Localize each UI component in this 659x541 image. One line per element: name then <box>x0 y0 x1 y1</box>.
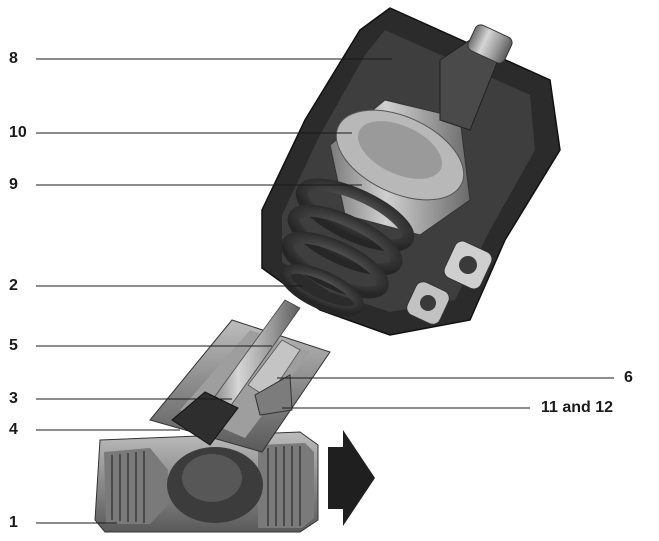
callout-6: 6 <box>624 369 633 386</box>
callout-8: 8 <box>9 50 18 67</box>
pneumatic-fittings <box>406 240 493 325</box>
callout-11-and-12: 11 and 12 <box>541 399 614 416</box>
valve-body <box>94 431 319 533</box>
callout-1: 1 <box>9 514 18 531</box>
callout-10: 10 <box>9 124 27 141</box>
callout-2: 2 <box>9 277 18 294</box>
callout-4: 4 <box>9 421 18 438</box>
actuator-housing <box>261 7 561 336</box>
outlet-port-threads <box>258 443 314 528</box>
callout-9: 9 <box>9 176 18 193</box>
callout-5: 5 <box>9 337 18 354</box>
bonnet-tube <box>149 299 331 453</box>
return-spring <box>280 178 415 317</box>
inlet-port-threads <box>104 448 168 524</box>
callout-3: 3 <box>9 390 18 407</box>
flow-direction-arrow <box>328 430 375 526</box>
leader-lines <box>36 58 614 524</box>
piston-rod <box>439 24 513 131</box>
